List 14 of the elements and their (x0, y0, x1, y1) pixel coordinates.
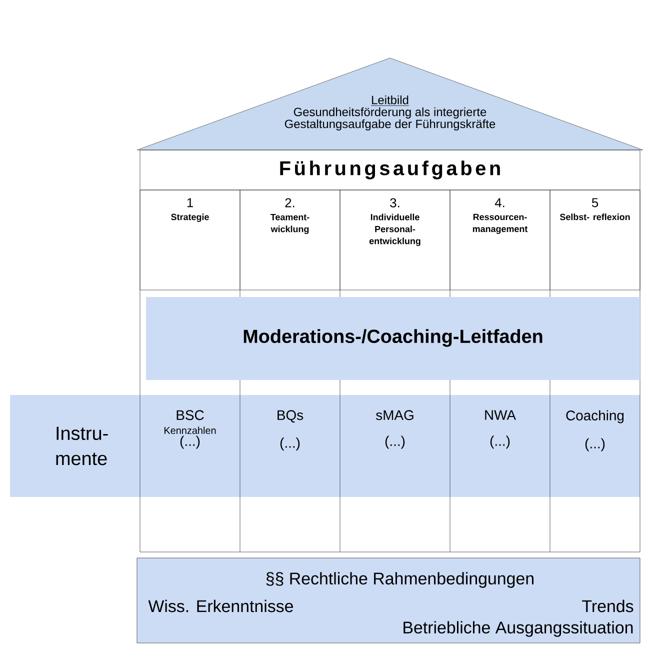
roof-triangle: Leitbild Gesundheitsförderung als integrierte Gestaltungsaufgabe der Führungskräfte (136, 58, 644, 150)
column-cell: 1 Strategie (140, 190, 240, 290)
instrument-cell: NWA (...) (485, 410, 516, 449)
column-cell: 4. Ressourcen- management (450, 190, 550, 290)
instrument-cell: Coaching (...) (566, 410, 624, 452)
foundation-box: §§ Rechtliche Rahmenbedingungen Wiss. Erkenntnisse Trends Betriebliche Ausgangssituation (136, 558, 640, 644)
column-cell: 5 Selbst- reflexion (550, 190, 640, 290)
moderation-band: Moderations-/Coaching-Leitfaden (146, 297, 640, 380)
column-cell: 3. Individuelle Personal- entwicklung (340, 190, 450, 290)
header-cell: Führungsaufgaben (140, 150, 640, 190)
instrument-cell: sMAG (...) (376, 410, 414, 449)
instrument-cell: BQs (...) (278, 410, 304, 451)
column-cell: 2. Teament- wicklung (240, 190, 340, 290)
instrument-cell: BSC Kennzahlen (...) (164, 410, 216, 449)
